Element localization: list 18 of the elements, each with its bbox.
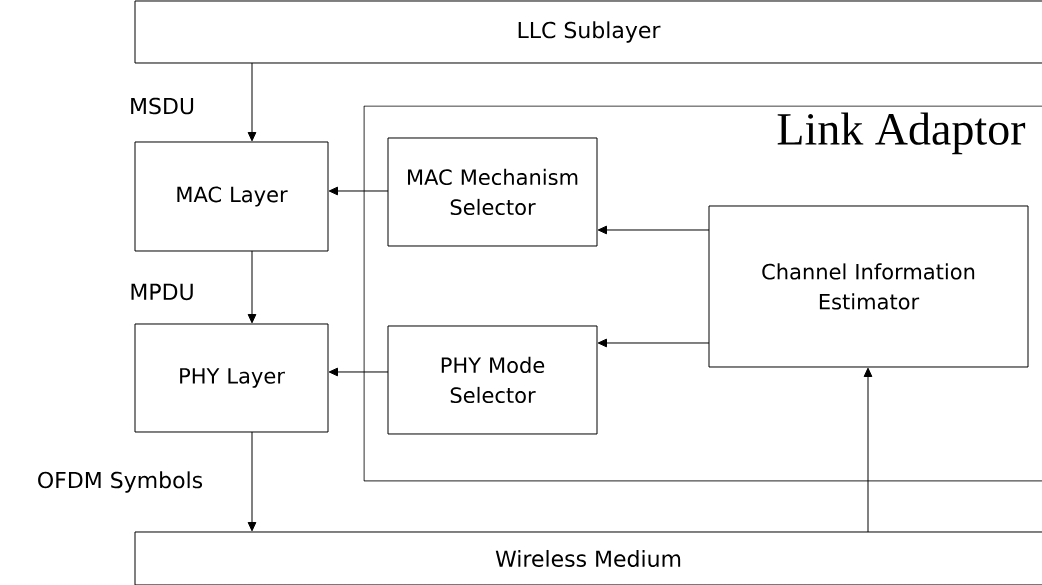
process-box: MAC Layer <box>134 141 329 252</box>
process-box: PHY Mode Selector <box>387 325 598 435</box>
arrow <box>247 62 257 142</box>
process-box: MAC Mechanism Selector <box>387 137 598 247</box>
edge-label: MPDU <box>131 283 193 301</box>
arrow <box>863 367 873 533</box>
layer-band: LLC Sublayer <box>134 0 1042 64</box>
arrow <box>328 186 389 196</box>
arrow <box>247 250 257 324</box>
arrow <box>328 367 389 377</box>
process-box: PHY Layer <box>134 323 329 433</box>
process-box: Channel Information Estimator <box>708 205 1029 368</box>
arrow <box>597 338 710 348</box>
edge-label: MSDU <box>131 97 194 115</box>
arrow <box>247 431 257 532</box>
layer-band: Wireless Medium <box>134 531 1042 585</box>
edge-label: OFDM Symbols <box>38 471 203 493</box>
arrow <box>597 225 710 235</box>
